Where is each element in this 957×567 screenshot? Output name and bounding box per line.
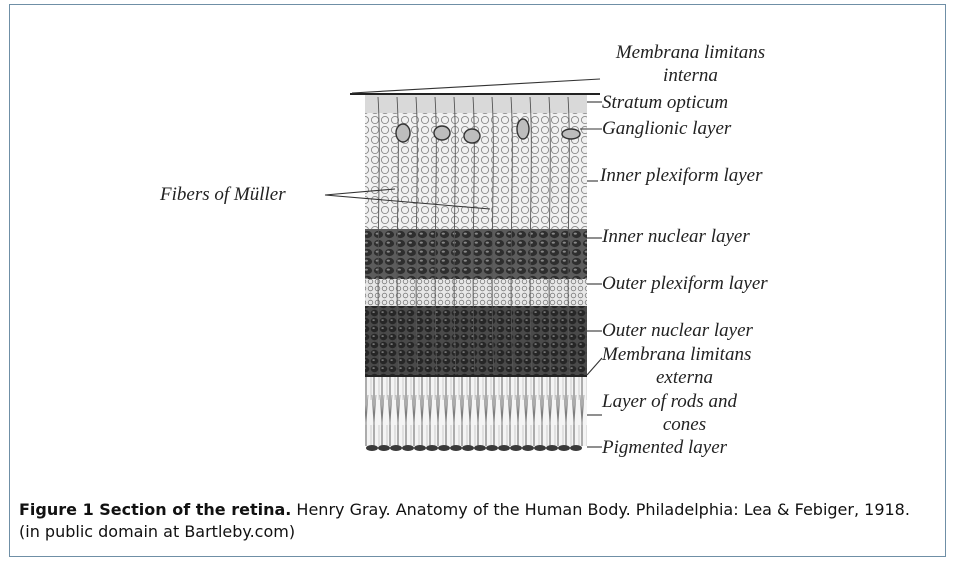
pigment-cell: [546, 445, 558, 451]
pigment-cell: [570, 445, 582, 451]
label-membrana-interna-line2: interna: [598, 65, 783, 86]
pigment-cell: [450, 445, 462, 451]
ganglion-cell: [396, 124, 410, 142]
retina-figure: Membrana limitans interna Stratum opticu…: [10, 5, 945, 475]
label-membrana-externa-line1: Membrana limitans: [602, 344, 751, 365]
figure-caption: Figure 1 Section of the retina. Henry Gr…: [19, 499, 934, 543]
pigment-cell: [558, 445, 570, 451]
label-membrana-interna-line1: Membrana limitans: [598, 42, 783, 63]
pigment-cell: [426, 445, 438, 451]
pigment-cell: [522, 445, 534, 451]
pigment-cell: [534, 445, 546, 451]
ganglion-cell: [562, 129, 580, 139]
ganglion-cell: [517, 119, 529, 139]
pigment-cell: [378, 445, 390, 451]
label-outer-nuclear-layer: Outer nuclear layer: [602, 320, 753, 341]
label-outer-plexiform-layer: Outer plexiform layer: [602, 273, 768, 294]
pigment-cell: [486, 445, 498, 451]
ganglion-cell: [464, 129, 480, 143]
pigment-cell: [390, 445, 402, 451]
caption-title: Figure 1 Section of the retina.: [19, 500, 291, 519]
pigment-cell: [498, 445, 510, 451]
inner-nuclear-band: [365, 229, 587, 279]
rods-cones-band: [365, 376, 587, 446]
label-rods-and-cones-line2: cones: [602, 414, 767, 435]
label-inner-nuclear-layer: Inner nuclear layer: [602, 226, 750, 247]
label-ganglionic-layer: Ganglionic layer: [602, 118, 731, 139]
pigment-cell: [402, 445, 414, 451]
ganglion-cell: [434, 126, 450, 140]
pigment-cell: [366, 445, 378, 451]
label-pigmented-layer: Pigmented layer: [602, 437, 727, 458]
pigment-cell: [462, 445, 474, 451]
pigment-cell: [414, 445, 426, 451]
label-rods-and-cones-line1: Layer of rods and: [602, 391, 737, 412]
label-inner-plexiform-layer: Inner plexiform layer: [600, 165, 763, 186]
outer-plexiform-band: [365, 279, 587, 306]
label-membrana-externa-line2: externa: [602, 367, 767, 388]
pigment-cell: [474, 445, 486, 451]
stratum-opticum-band: [365, 95, 587, 113]
pigment-cell: [510, 445, 522, 451]
label-stratum-opticum: Stratum opticum: [602, 92, 728, 113]
label-fibers-of-muller: Fibers of Müller: [160, 184, 286, 205]
pigment-cell: [438, 445, 450, 451]
figure-frame: Membrana limitans interna Stratum opticu…: [9, 4, 946, 557]
retina-section-illustration: [10, 5, 945, 475]
